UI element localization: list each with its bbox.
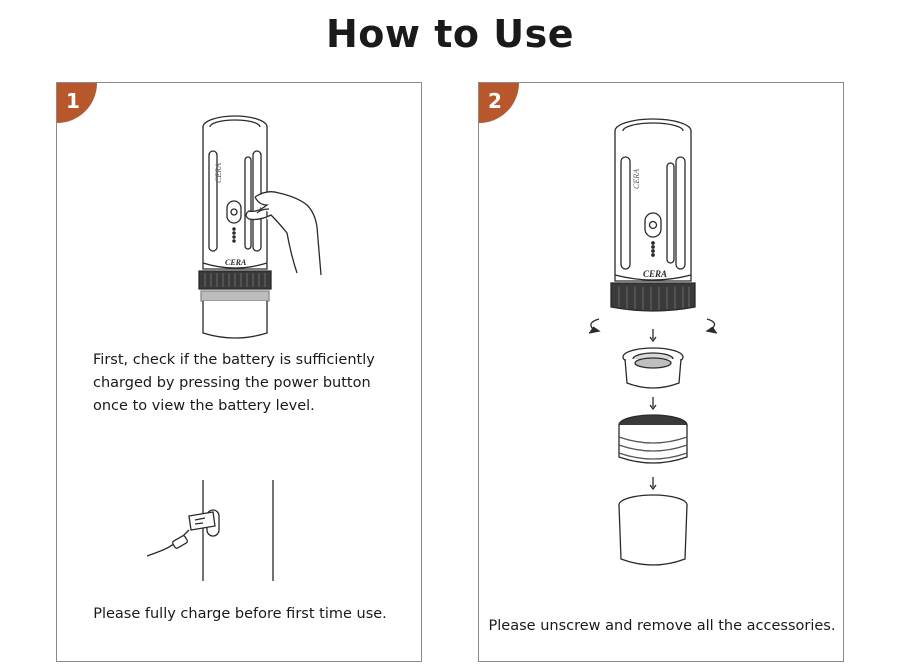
step-1-card: 1	[56, 82, 422, 662]
device-power-button-illustration: CERA CERA	[198, 115, 322, 339]
step-2-caption: Please unscrew and remove all the access…	[488, 618, 836, 634]
svg-text:CERA: CERA	[643, 269, 667, 279]
step-1-caption: First, check if the battery is sufficien…	[93, 352, 375, 414]
charge-note: Please fully charge before first time us…	[93, 606, 387, 622]
svg-text:CERA: CERA	[214, 163, 223, 183]
disassembly-illustration: CERA CERA	[588, 118, 718, 566]
charging-cable-illustration	[146, 480, 274, 581]
svg-text:CERA: CERA	[225, 258, 247, 267]
step-number-badge: 2	[479, 83, 519, 123]
step-2-card: 2	[478, 82, 844, 662]
page-title: How to Use	[326, 12, 574, 56]
svg-text:CERA: CERA	[632, 169, 641, 189]
step-number-badge: 1	[57, 83, 97, 123]
